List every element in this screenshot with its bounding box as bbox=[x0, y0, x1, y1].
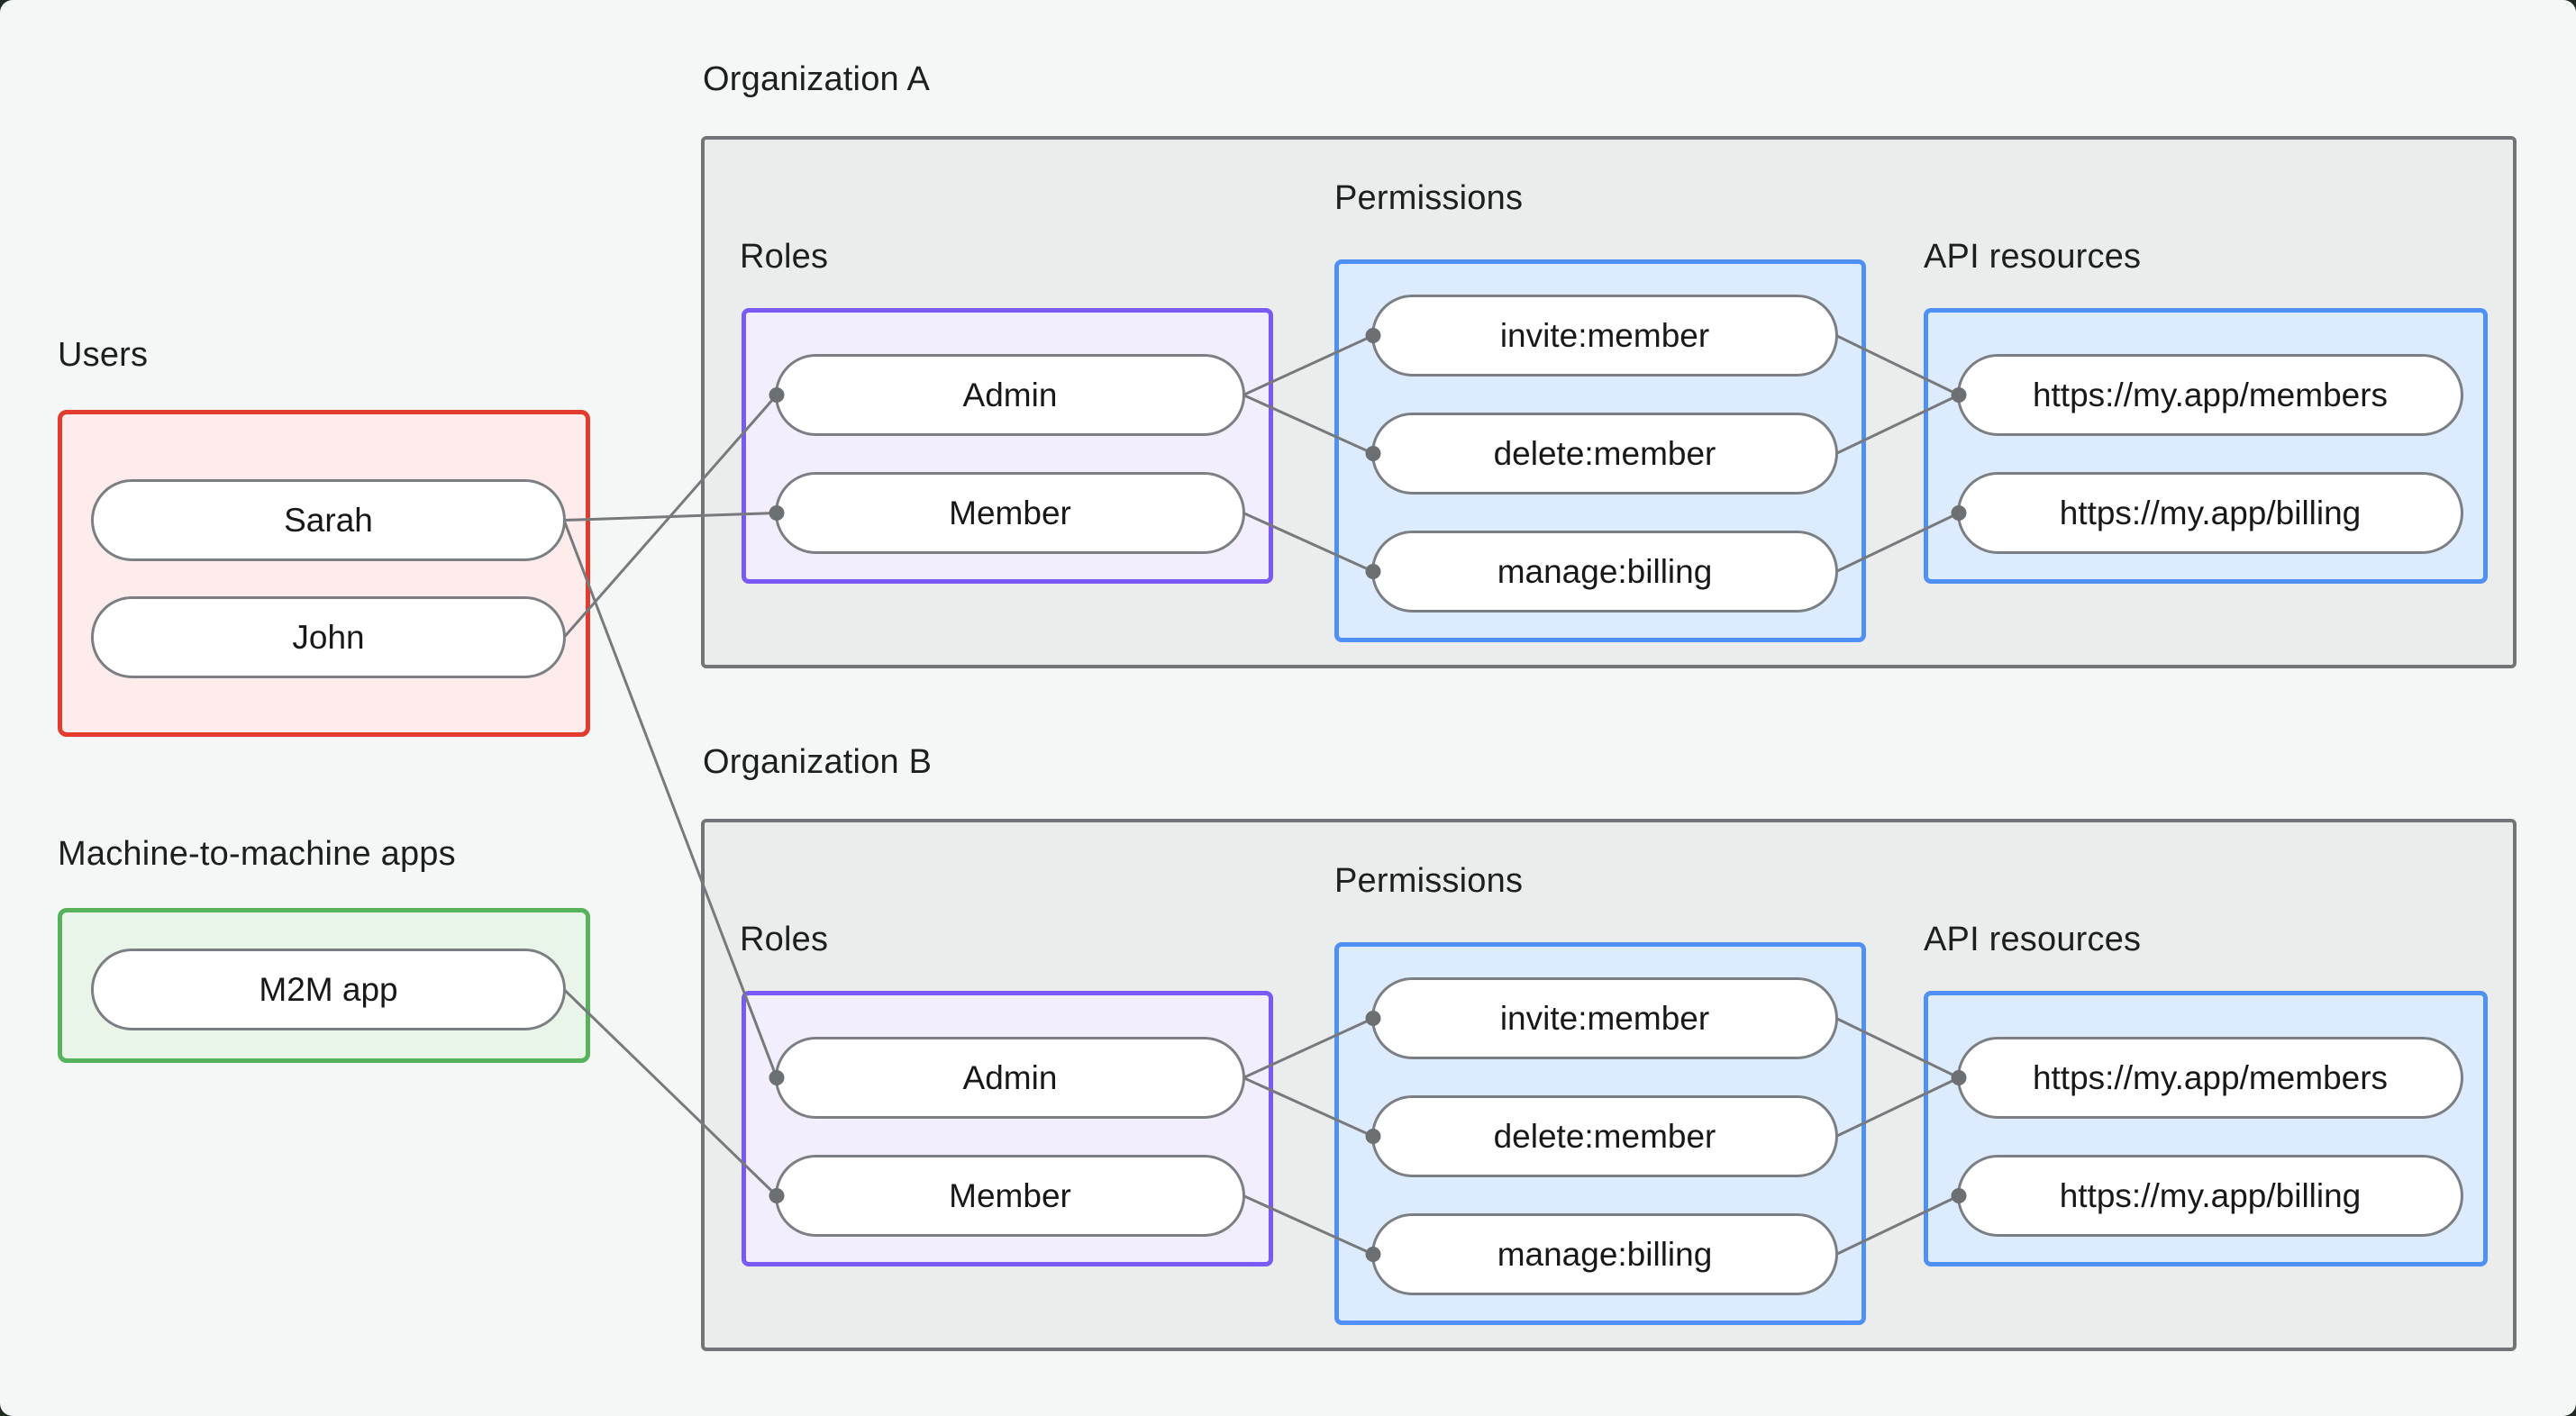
org-a-api-resources-box: https://my.app/members https://my.app/bi… bbox=[1924, 308, 2488, 584]
org-b-permissions-box: invite:member delete:member manage:billi… bbox=[1334, 942, 1866, 1325]
org-b-title: Organization B bbox=[703, 743, 933, 781]
org-b-permission-invite-member: invite:member bbox=[1371, 977, 1838, 1059]
org-a-api-resources-label: API resources bbox=[1924, 238, 2142, 276]
m2m-section-label: Machine-to-machine apps bbox=[58, 835, 456, 873]
org-b-permission-delete-member: delete:member bbox=[1371, 1095, 1838, 1177]
org-a-permissions-label: Permissions bbox=[1334, 179, 1524, 217]
users-section-label: Users bbox=[58, 336, 149, 374]
org-a-container: Roles Admin Member Permissions invite:me… bbox=[701, 136, 2517, 668]
org-b-permissions-label: Permissions bbox=[1334, 862, 1524, 900]
org-b-permission-manage-billing: manage:billing bbox=[1371, 1213, 1838, 1295]
org-b-api-resource-billing: https://my.app/billing bbox=[1957, 1155, 2463, 1237]
org-b-role-admin: Admin bbox=[775, 1037, 1245, 1119]
org-a-roles-label: Roles bbox=[740, 238, 829, 276]
org-b-container: Roles Admin Member Permissions invite:me… bbox=[701, 819, 2517, 1351]
org-a-permission-manage-billing: manage:billing bbox=[1371, 531, 1838, 613]
org-b-api-resources-box: https://my.app/members https://my.app/bi… bbox=[1924, 991, 2488, 1266]
org-a-api-resource-billing: https://my.app/billing bbox=[1957, 472, 2463, 554]
org-b-api-resources-label: API resources bbox=[1924, 921, 2142, 958]
org-a-api-resource-members: https://my.app/members bbox=[1957, 354, 2463, 436]
m2m-app-node: M2M app bbox=[91, 949, 566, 1030]
user-node-john: John bbox=[91, 596, 566, 678]
org-a-role-admin: Admin bbox=[775, 354, 1245, 436]
org-a-role-member: Member bbox=[775, 472, 1245, 554]
org-a-title: Organization A bbox=[703, 60, 931, 98]
m2m-group-box: M2M app bbox=[58, 908, 590, 1063]
user-node-sarah: Sarah bbox=[91, 479, 566, 561]
org-b-role-member: Member bbox=[775, 1155, 1245, 1237]
org-b-roles-box: Admin Member bbox=[742, 991, 1273, 1266]
users-group-box: Sarah John bbox=[58, 410, 590, 737]
org-a-permission-delete-member: delete:member bbox=[1371, 413, 1838, 495]
org-a-permission-invite-member: invite:member bbox=[1371, 295, 1838, 377]
org-b-roles-label: Roles bbox=[740, 921, 829, 958]
org-a-permissions-box: invite:member delete:member manage:billi… bbox=[1334, 259, 1866, 642]
org-b-api-resource-members: https://my.app/members bbox=[1957, 1037, 2463, 1119]
org-a-roles-box: Admin Member bbox=[742, 308, 1273, 584]
